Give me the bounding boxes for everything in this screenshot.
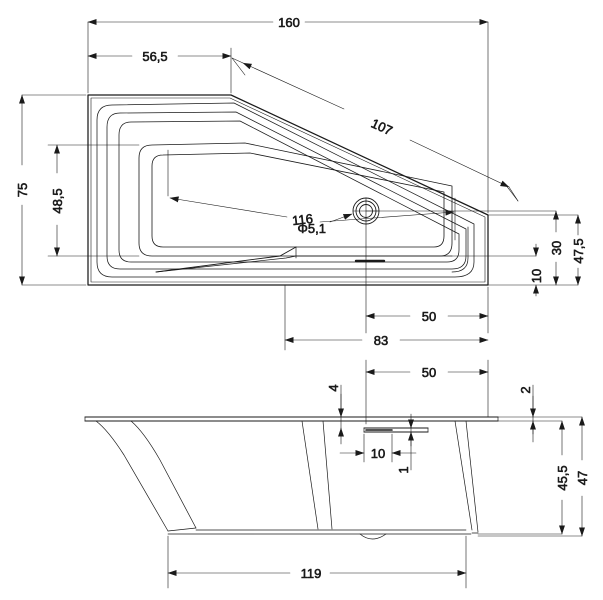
dim-label-47: 47 (575, 471, 590, 485)
plan-step-ramp-2 (155, 255, 297, 273)
dim-119: 119 (167, 566, 467, 581)
front-inner-div-right (322, 420, 333, 530)
dim-label-10-front: 10 (371, 446, 385, 461)
dim-label-50-plan: 50 (422, 309, 436, 324)
dim-48-5: 48,5 (50, 144, 65, 257)
dim-label-45-5: 45,5 (555, 465, 570, 490)
dim-label-50-front: 50 (422, 365, 436, 380)
dim-45-5: 45,5 (555, 420, 570, 535)
plan-step-ramp (155, 246, 297, 273)
dim-10-plan: 10 (529, 243, 544, 297)
plan-view-group (87, 94, 489, 286)
dim-label-2: 2 (518, 386, 533, 393)
dim-label-160: 160 (278, 15, 300, 30)
dim-50-front: 50 (365, 365, 489, 380)
front-right-inner-wall (454, 420, 473, 531)
dim-label-107: 107 (369, 116, 395, 139)
plan-rim-contour-2 (106, 111, 467, 270)
dim-30: 30 (549, 210, 564, 286)
dim-83: 83 (284, 333, 489, 348)
dim-label-diameter: Φ5,1 (298, 221, 326, 236)
dim-label-10-plan: 10 (529, 269, 544, 283)
dim-label-47-5: 47,5 (571, 238, 586, 263)
dim-56-5: 56,5 (87, 49, 232, 64)
dim-label-116: 116 (291, 211, 313, 228)
dim-label-83: 83 (374, 333, 388, 348)
dim-2: 2 (518, 386, 536, 443)
plan-outer-rim (87, 94, 489, 286)
plan-right-edge-inner (451, 226, 469, 273)
dim-label-48-5: 48,5 (50, 188, 65, 213)
dim-label-119: 119 (301, 566, 322, 581)
front-left-inner-wall (130, 420, 197, 529)
dim-10-front: 10 (339, 446, 417, 461)
front-right-outer-wall (465, 420, 479, 533)
front-dimension-lines: 50 4 10 1 2 45,5 (167, 359, 590, 589)
plan-basin-floor (151, 152, 445, 248)
dim-47: 47 (575, 416, 590, 537)
plan-outer-rim-inner (90, 97, 486, 283)
plan-rim-contour-1 (96, 102, 475, 278)
dim-diameter-5-1: Φ5,1 (297, 213, 353, 236)
dim-label-30: 30 (549, 241, 564, 255)
plan-dimension-lines: 160 56,5 107 75 48,5 (15, 15, 586, 351)
dim-116: 116 (169, 196, 455, 228)
front-drain-bulge (359, 533, 387, 540)
dim-47-5: 47,5 (571, 214, 586, 286)
dim-4: 4 (326, 384, 344, 445)
dim-107: 107 (231, 57, 519, 202)
dim-160: 160 (87, 15, 489, 30)
dim-label-75: 75 (15, 183, 30, 197)
plan-basin-outer (138, 142, 453, 257)
dim-label-4: 4 (326, 384, 341, 391)
dim-1: 1 (396, 413, 414, 474)
dim-50-plan: 50 (365, 309, 489, 324)
dim-label-1: 1 (396, 466, 411, 473)
dim-75: 75 (15, 94, 30, 286)
dim-label-56-5: 56,5 (142, 49, 167, 64)
front-left-foot (167, 527, 197, 532)
plan-rim-contour-3 (118, 120, 460, 263)
front-inner-div-left (301, 420, 319, 530)
front-view-group (84, 416, 499, 540)
front-left-outer-wall (95, 420, 169, 532)
